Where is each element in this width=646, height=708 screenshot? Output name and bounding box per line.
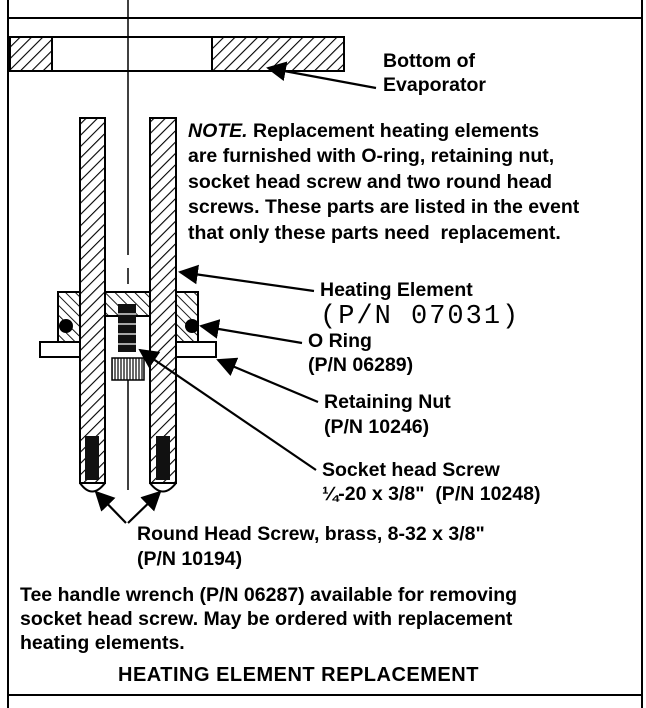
wrench-note-line-3: heating elements. bbox=[20, 632, 185, 654]
label-bottom-of-evaporator-line2: Evaporator bbox=[383, 74, 486, 96]
heating-element-left-tube bbox=[79, 117, 106, 493]
label-socket-head-screw-spec: ¼-20 x 3/8" (P/N 10248) bbox=[322, 483, 541, 505]
wrench-note-line-2: socket head screw. May be ordered with r… bbox=[20, 608, 513, 630]
leader-retaining-nut bbox=[216, 357, 319, 404]
leader-round-screw-left bbox=[94, 490, 127, 524]
heating-element-right-tube bbox=[149, 117, 177, 493]
label-bottom-of-evaporator-line1: Bottom of bbox=[383, 50, 476, 72]
retaining-nut bbox=[111, 357, 145, 381]
note-line-3: socket head screw and two round head bbox=[188, 171, 553, 193]
note-line-2: are furnished with O-ring, retaining nut… bbox=[188, 145, 555, 167]
o-ring bbox=[59, 319, 199, 333]
note-line-4: screws. These parts are listed in the ev… bbox=[188, 196, 580, 218]
label-o-ring: O Ring bbox=[308, 330, 372, 352]
leader-lines bbox=[94, 61, 377, 524]
label-round-head-screw: Round Head Screw, brass, 8-32 x 3/8" bbox=[137, 523, 485, 545]
label-retaining-nut: Retaining Nut bbox=[324, 391, 451, 413]
leader-bottom-evaporator bbox=[266, 61, 377, 90]
note-line-5: that only these parts need replacement. bbox=[188, 222, 561, 244]
label-round-head-screw-pn: (P/N 10194) bbox=[137, 548, 243, 570]
leader-o-ring bbox=[199, 319, 303, 345]
label-retaining-nut-pn: (P/N 10246) bbox=[324, 416, 430, 438]
mounting-flange bbox=[39, 291, 217, 358]
label-o-ring-pn: (P/N 06289) bbox=[308, 354, 414, 376]
leader-socket-screw bbox=[138, 348, 317, 471]
note-line-1: NOTE. Replacement heating elements bbox=[188, 120, 540, 143]
outer-border bbox=[7, 0, 643, 708]
label-heating-element: Heating Element bbox=[320, 279, 473, 301]
label-socket-head-screw: Socket head Screw bbox=[322, 459, 500, 481]
wrench-note-line-1: Tee handle wrench (P/N 06287) available … bbox=[20, 584, 518, 606]
label-heating-element-pn: (P/N 07031) bbox=[320, 302, 521, 332]
leader-round-screw-right bbox=[127, 490, 162, 524]
leader-heating-element bbox=[178, 264, 315, 293]
socket-head-screw bbox=[118, 304, 136, 352]
diagram-caption: HEATING ELEMENT REPLACEMENT bbox=[118, 664, 479, 686]
note-line-1-text: Replacement heating elements bbox=[247, 120, 540, 142]
note-heading: NOTE. bbox=[188, 120, 248, 142]
evaporator-plate bbox=[9, 36, 345, 72]
